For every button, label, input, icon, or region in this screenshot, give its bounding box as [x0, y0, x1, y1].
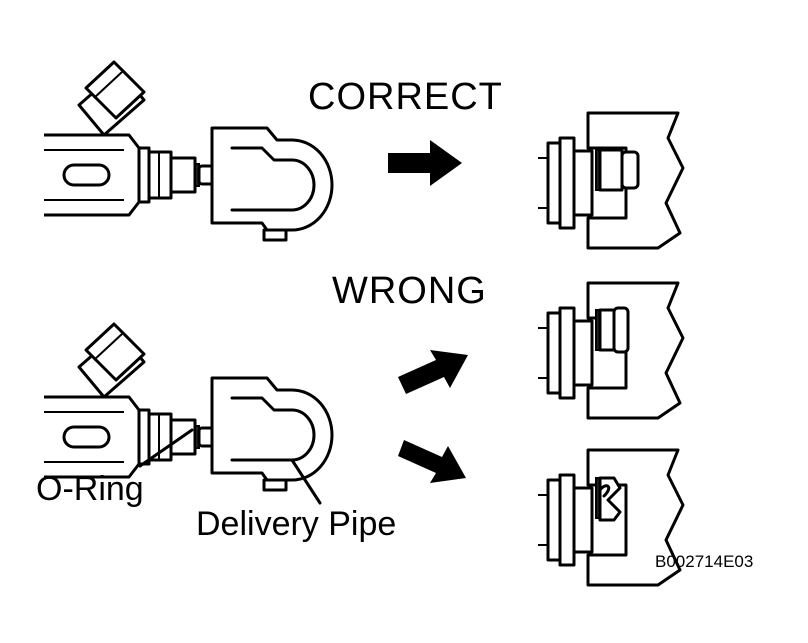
delivery-pipe-wrong — [210, 376, 334, 492]
assembled-wrong-1 — [536, 281, 685, 420]
o-ring-label: O-Ring — [36, 470, 144, 508]
o-ring-leader — [138, 428, 194, 468]
delivery-pipe-label: Delivery Pipe — [196, 505, 396, 543]
delivery-pipe-correct — [210, 126, 334, 242]
injector-correct — [42, 60, 219, 217]
arrow-correct-icon — [388, 140, 462, 186]
figure-code: B002714E03 — [655, 552, 753, 571]
arrow-wrong-upper-icon — [398, 350, 468, 394]
delivery-pipe-leader — [290, 458, 322, 505]
arrow-wrong-lower-icon — [398, 440, 466, 483]
assembled-wrong-2 — [536, 448, 685, 587]
injector-wrong — [42, 322, 219, 479]
wrong-heading: WRONG — [332, 270, 487, 312]
correct-heading: CORRECT — [308, 76, 503, 118]
assembled-correct — [536, 111, 685, 250]
